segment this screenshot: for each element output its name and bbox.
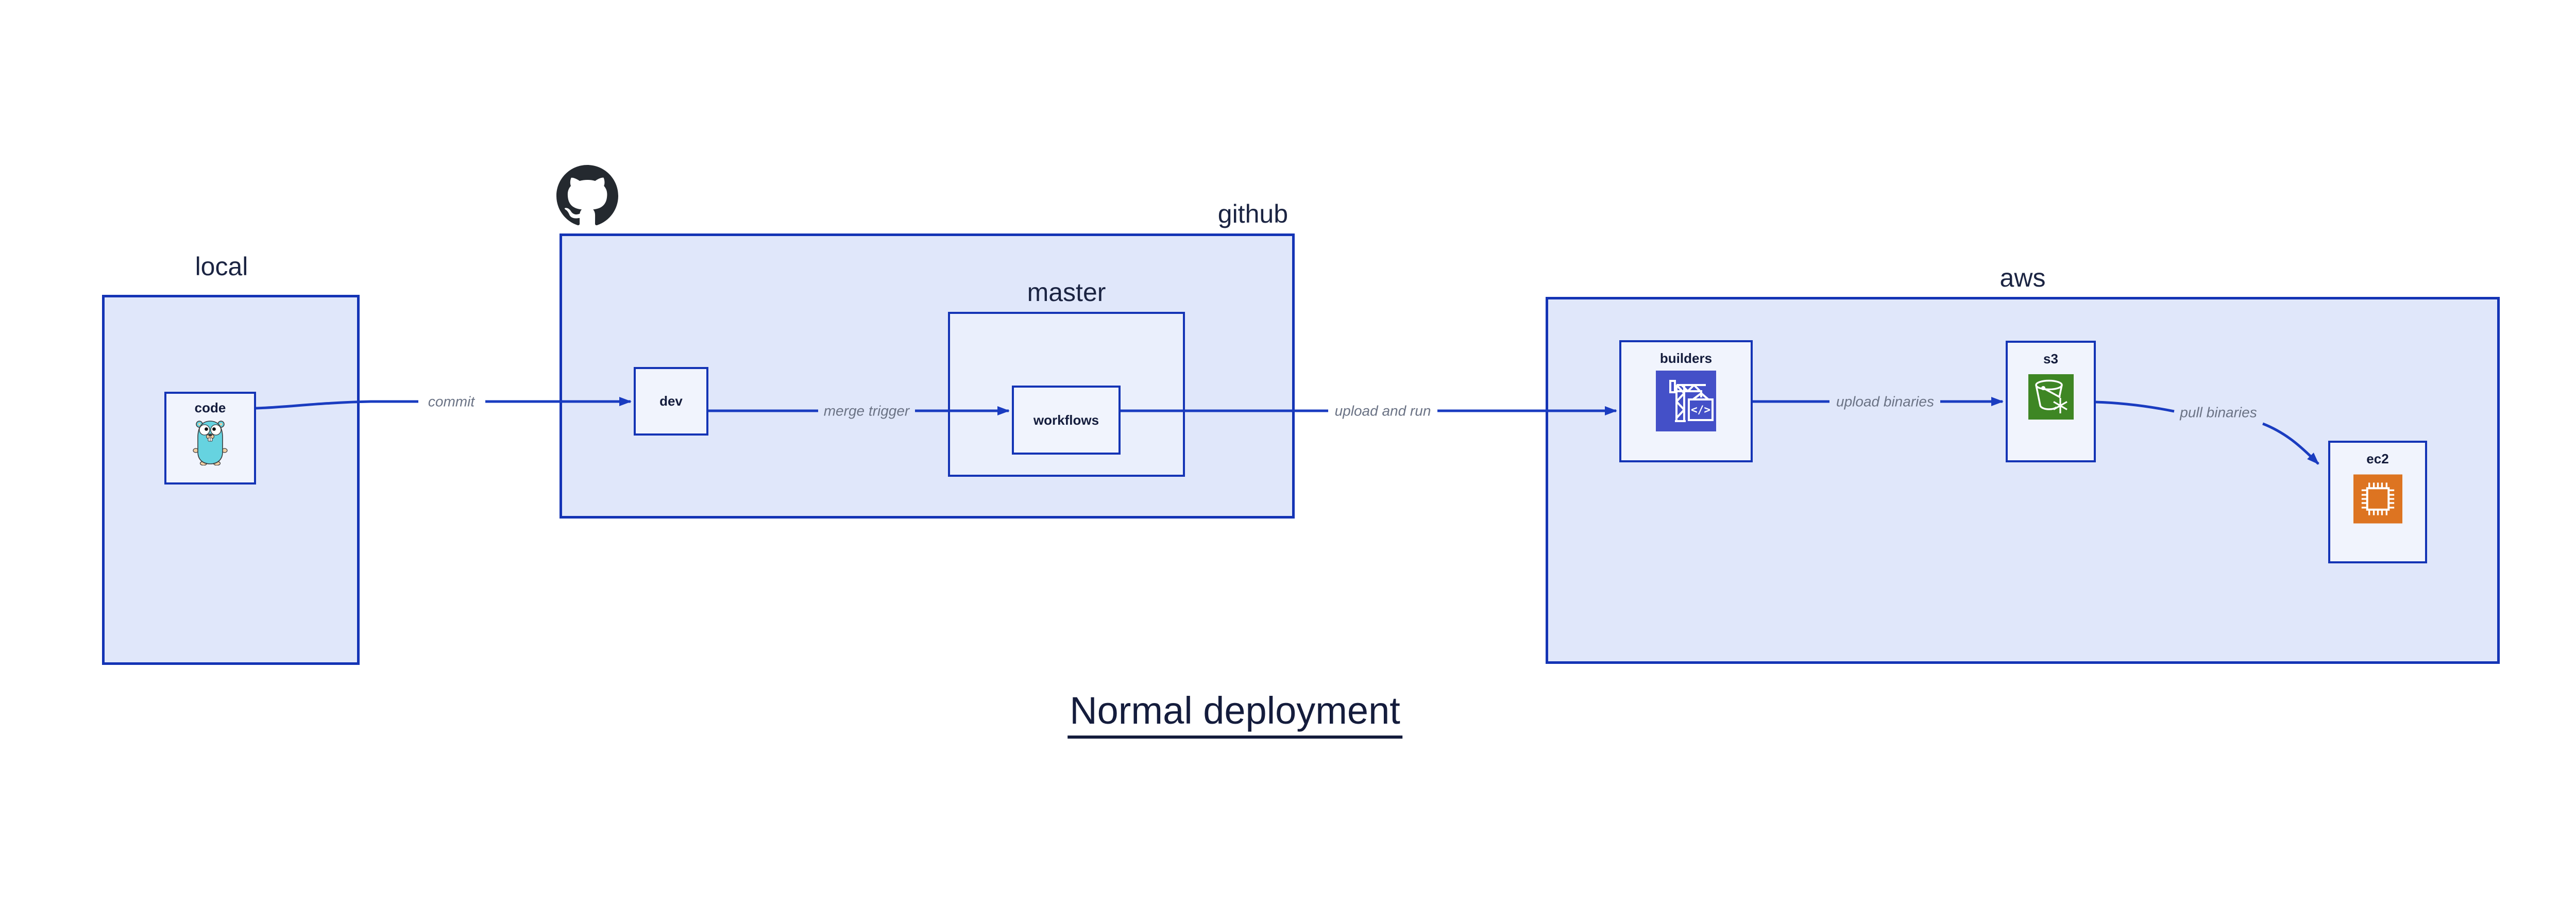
node-dev: dev [634, 367, 708, 436]
node-builders: builders </> [1619, 340, 1753, 462]
edge-upload-run-label: upload and run [1335, 403, 1431, 419]
svg-text:</>: </> [1691, 404, 1710, 416]
node-s3-label: s3 [2043, 351, 2058, 366]
node-workflows: workflows [1012, 386, 1121, 455]
container-aws-label: aws [1999, 263, 2046, 292]
node-ec2-label: ec2 [2366, 451, 2389, 466]
go-gopher-icon [193, 421, 228, 465]
node-workflows-label: workflows [1033, 412, 1099, 428]
container-github-label: github [1217, 199, 1288, 228]
node-s3: s3 [2006, 341, 2096, 462]
node-builders-label: builders [1659, 350, 1713, 366]
node-ec2: ec2 [2328, 441, 2427, 563]
diagram-title: Normal deployment [1067, 689, 1402, 739]
node-dev-label: dev [659, 393, 683, 409]
container-master-label: master [1027, 278, 1106, 307]
container-local-label: local [195, 252, 248, 281]
node-code: code [164, 392, 256, 485]
node-code-label: code [194, 400, 226, 415]
edge-commit-label: commit [428, 394, 475, 410]
aws-codebuild-crane-icon: </> [1656, 371, 1716, 431]
aws-s3-bucket-snowflake-icon [2028, 374, 2074, 420]
aws-ec2-chip-icon [2353, 474, 2402, 524]
github-octocat-icon [556, 165, 618, 226]
